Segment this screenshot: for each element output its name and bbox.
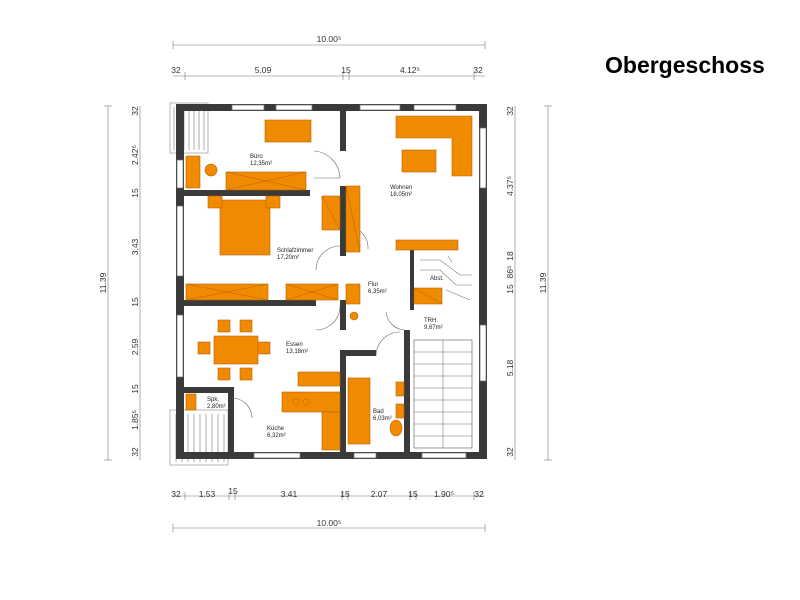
room-essen-area: 13,18m² — [286, 349, 308, 355]
floor-title: Obergeschoss — [605, 52, 765, 78]
room-wohnen-name: Wohnen — [390, 185, 412, 191]
room-kueche-name: Küche — [267, 426, 285, 432]
wohnen-sideboard — [395, 239, 459, 251]
buero-desk — [185, 155, 201, 189]
dim-left-part-2: 2.42⁵ — [130, 145, 140, 165]
room-bad-area: 6,03m² — [373, 416, 392, 422]
toilet — [389, 419, 403, 437]
bed — [219, 199, 271, 256]
room-wohnen-area: 18,05m² — [390, 192, 412, 198]
nightstand-left — [207, 195, 223, 209]
dim-bottom-part-3: 15 — [228, 486, 238, 496]
dim-left-total: 11.39 — [98, 272, 108, 293]
dim-right-part-1: 32 — [505, 106, 515, 116]
dining-table — [213, 335, 259, 365]
flur-plant — [349, 311, 359, 321]
room-spk-name: Spk. — [207, 397, 219, 403]
dim-left-part-8: 1.85⁵ — [130, 410, 140, 430]
flur-cabinet — [345, 283, 361, 305]
essen-sideboard — [297, 371, 341, 387]
dim-top-part-2: 5.09 — [255, 65, 272, 75]
washbasin-2 — [395, 403, 405, 419]
room-schlafzimmer-name: Schlafzimmer — [277, 248, 313, 254]
wohnen-table — [401, 149, 437, 173]
dim-left-part-7: 15 — [130, 384, 140, 394]
dim-bottom-part-5: 15 — [340, 489, 350, 499]
windows — [176, 104, 487, 459]
kitchen-counter — [281, 391, 341, 413]
dim-right-part-5: 86⁵ — [505, 266, 515, 279]
room-schlafzimmer-area: 17,20m² — [277, 255, 299, 261]
bathtub — [347, 377, 371, 445]
room-spk-area: 2,80m² — [207, 404, 226, 410]
dim-top-total: 10.00⁵ — [317, 34, 342, 44]
dim-left-part-6: 2.59 — [130, 338, 140, 355]
dim-top-part-3: 15 — [341, 65, 351, 75]
dim-right-part-3: 18 — [505, 251, 515, 261]
buero-chair — [204, 163, 218, 177]
room-flur-name: Flur — [368, 282, 378, 288]
dim-bottom-part-8: 1.90⁵ — [434, 489, 454, 499]
washbasin-1 — [395, 381, 405, 397]
dim-right-part-2: 4.37⁵ — [505, 176, 515, 196]
dim-left-part-1: 32 — [130, 106, 140, 116]
dim-right-part-6: 5.18 — [505, 359, 515, 376]
room-trh-area: 9,67m² — [424, 325, 443, 331]
dim-top-part-1: 32 — [171, 65, 181, 75]
kitchen-counter-side — [321, 411, 341, 451]
room-labels: Büro 12,35m² Wohnen 18,05m² Schlafzimmer… — [207, 154, 444, 439]
dim-bottom-part-9: 32 — [474, 489, 484, 499]
staircase — [413, 255, 473, 449]
dim-bottom-total: 10.00⁵ — [317, 518, 342, 528]
spk-shelf — [185, 393, 197, 411]
dimension-top: 10.00⁵ 32 5.09 15 4.12⁵ 32 — [171, 34, 486, 80]
room-trh-name: TRH. — [424, 318, 438, 324]
room-flur-area: 6,35m² — [368, 289, 387, 295]
dim-left-part-5: 15 — [130, 297, 140, 307]
nightstand-right — [265, 195, 281, 209]
dimension-right: 11.39 32 4.37⁵ 18 15 86⁵ 5.18 32 — [505, 105, 552, 461]
label-abst: Abst. — [430, 276, 444, 282]
room-buero-name: Büro — [250, 154, 263, 160]
dim-bottom-part-4: 3.41 — [281, 489, 298, 499]
dim-left-part-9: 32 — [130, 447, 140, 457]
dim-right-part-4: 15 — [505, 284, 515, 294]
dim-bottom-part-7: 15 — [408, 489, 418, 499]
dimension-bottom: 32 1.53 15 3.41 15 2.07 15 1.90⁵ 32 10.0… — [171, 486, 486, 532]
room-essen-name: Essen — [286, 342, 303, 348]
dim-bottom-part-2: 1.53 — [199, 489, 216, 499]
dim-bottom-part-1: 32 — [171, 489, 181, 499]
dim-left-part-4: 3.43 — [130, 238, 140, 255]
furniture — [185, 115, 473, 451]
buero-sofa — [264, 119, 312, 143]
dim-top-part-4: 4.12⁵ — [400, 65, 420, 75]
dim-right-total: 11.39 — [538, 272, 548, 293]
dim-right-part-7: 32 — [505, 447, 515, 457]
dim-left-part-3: 15 — [130, 188, 140, 198]
exterior-walls — [176, 104, 487, 459]
wohnen-corner-sofa — [395, 115, 473, 177]
room-buero-area: 12,35m² — [250, 161, 272, 167]
dim-top-part-5: 32 — [473, 65, 483, 75]
room-bad-name: Bad — [373, 409, 384, 415]
room-kueche-area: 6,32m² — [267, 433, 286, 439]
interior-walls — [184, 111, 414, 457]
dimension-left: 11.39 32 2.42⁵ 15 3.43 15 2.59 15 1.85⁵ … — [98, 105, 141, 461]
dim-bottom-part-6: 2.07 — [371, 489, 388, 499]
